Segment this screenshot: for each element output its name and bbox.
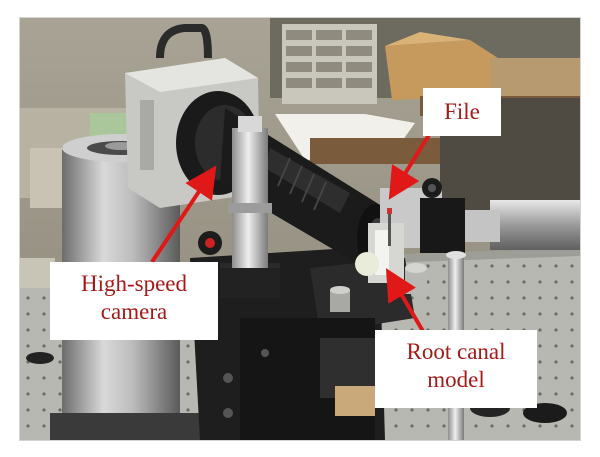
file-label-text: File	[444, 99, 480, 124]
high-speed-camera-label: High-speed camera	[50, 262, 218, 340]
root-label-line-2: model	[427, 367, 485, 392]
root-label-line-1: Root canal	[406, 339, 506, 364]
camera-label-line-2: camera	[100, 299, 168, 324]
camera-label-line-1: High-speed	[80, 271, 188, 296]
file-label: File	[423, 88, 501, 136]
root-canal-model-label: Root canal model	[375, 330, 537, 408]
